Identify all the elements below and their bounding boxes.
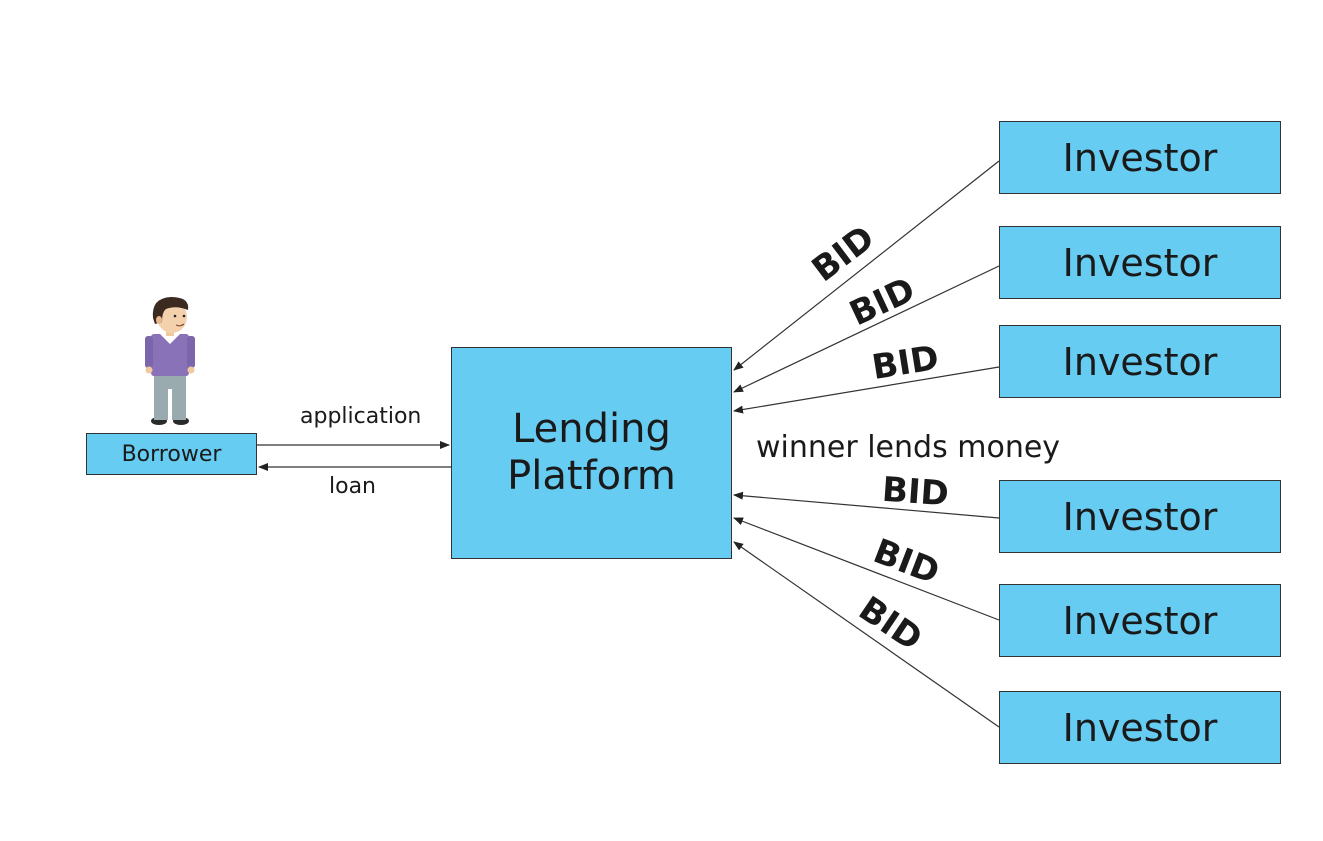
application-label: application	[300, 404, 422, 429]
investor-box-1: Investor	[999, 121, 1281, 194]
investor-label: Investor	[1062, 598, 1218, 643]
investor-box-3: Investor	[999, 325, 1281, 398]
bid-arrow-6	[733, 541, 1000, 728]
bid-arrow-3	[733, 366, 1000, 414]
bid-label-4: BID	[880, 469, 951, 515]
investor-label: Investor	[1062, 705, 1218, 750]
bid-arrow-4	[733, 491, 1000, 519]
investor-box-4: Investor	[999, 480, 1281, 553]
investor-label: Investor	[1062, 135, 1218, 180]
investor-label: Investor	[1062, 339, 1218, 384]
person-icon	[145, 297, 195, 425]
loan-label: loan	[329, 474, 376, 499]
bid-arrow-2	[733, 265, 1000, 393]
investor-label: Investor	[1062, 240, 1218, 285]
investor-box-2: Investor	[999, 226, 1281, 299]
bid-arrow-5	[733, 517, 1000, 621]
investor-box-5: Investor	[999, 584, 1281, 657]
platform-title-line2: Platform	[507, 453, 676, 499]
bid-arrow-1	[733, 160, 1000, 371]
borrower-box: Borrower	[86, 433, 257, 475]
platform-title-line1: Lending	[512, 406, 671, 452]
investor-box-6: Investor	[999, 691, 1281, 764]
lending-platform-box: Lending Platform	[451, 347, 732, 559]
investor-label: Investor	[1062, 494, 1218, 539]
winner-label: winner lends money	[756, 430, 1061, 465]
borrower-label: Borrower	[121, 441, 222, 467]
